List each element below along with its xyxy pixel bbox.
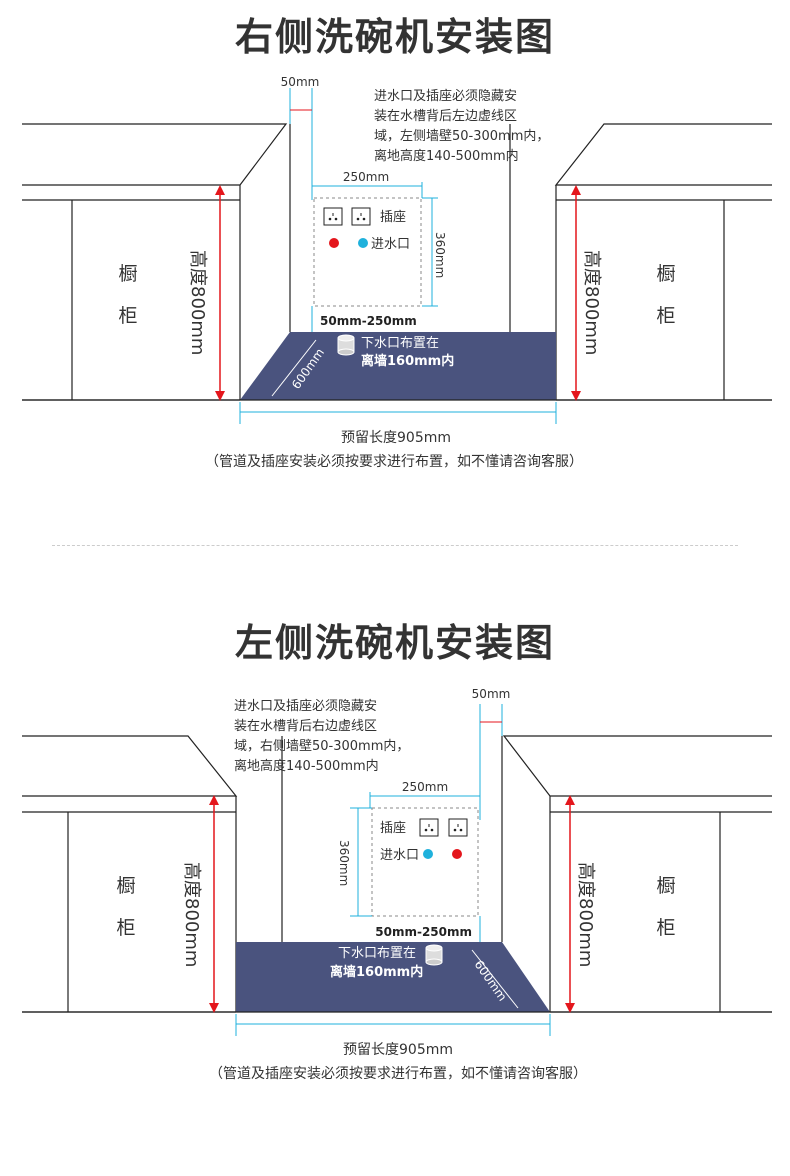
power-dot (452, 849, 462, 859)
height-label-left: 高度800mm (187, 250, 208, 355)
note-line: 装在水槽背后右边虚线区 (234, 719, 377, 734)
side-dimension: 50mm-250mm (311, 306, 417, 332)
install-diagram-right: 50mm 进水口及插座必须隐藏安 装在水槽背后左边虚线区 域，左侧墙壁50-30… (22, 75, 772, 470)
width-label: 250mm (343, 170, 389, 184)
height-label-right: 高度800mm (575, 862, 596, 967)
wall-gap-label: 50mm (472, 687, 511, 701)
back-wall (281, 736, 503, 942)
height-dimension: 360mm (422, 197, 447, 307)
inlet-label: 进水口 (380, 848, 419, 863)
note-line: 域，右侧墙壁50-300mm内， (234, 738, 409, 754)
note-line: 域，左侧墙壁50-300mm内， (374, 128, 549, 144)
cabinet-label-left: 柜 (116, 917, 135, 939)
width-label: 250mm (402, 780, 448, 794)
floor-area (240, 332, 556, 400)
inlet-label: 进水口 (371, 237, 410, 252)
install-note: 进水口及插座必须隐藏安 装在水槽背后左边虚线区 域，左侧墙壁50-300mm内，… (374, 89, 549, 164)
length-label: 预留长度905mm (343, 1042, 453, 1058)
width-dimension: 250mm (369, 780, 480, 808)
diagram-title-right: 右侧洗碗机安装图 (234, 15, 555, 59)
install-diagram-left: 50mm 进水口及插座必须隐藏安 装在水槽背后右边虚线区 域，右侧墙壁50-30… (22, 687, 772, 1082)
length-dimension (239, 402, 557, 424)
side-dim-label: 50mm-250mm (320, 314, 417, 328)
left-counter (22, 123, 288, 401)
height-dim-label: 360mm (337, 840, 351, 886)
back-wall (289, 124, 511, 332)
cabinet-label-right: 橱 (656, 263, 675, 285)
drain-note-line: 下水口布置在 (338, 946, 416, 961)
cabinet-label-right: 柜 (656, 305, 675, 327)
socket-icon (419, 818, 439, 837)
length-dimension (235, 1014, 551, 1036)
cabinet-label-left: 橱 (118, 263, 137, 285)
wall-gap-dimension: 50mm (281, 75, 320, 200)
cabinet-label-right: 柜 (656, 917, 675, 939)
side-dimension: 50mm-250mm (375, 916, 481, 942)
wall-gap-dimension: 50mm (472, 687, 511, 820)
height-label-right: 高度800mm (581, 250, 602, 355)
height-dim-label: 360mm (433, 232, 447, 278)
drain-pipe-icon (337, 334, 355, 356)
inlet-dot (423, 849, 433, 859)
inlet-dot (358, 238, 368, 248)
note-line: 装在水槽背后左边虚线区 (374, 109, 517, 124)
install-note: 进水口及插座必须隐藏安 装在水槽背后右边虚线区 域，右侧墙壁50-300mm内，… (234, 699, 409, 774)
socket-icon (323, 207, 343, 226)
wall-gap-label: 50mm (281, 75, 320, 89)
socket-label: 插座 (380, 210, 406, 225)
section-divider (52, 545, 738, 546)
height-dimension: 360mm (337, 807, 372, 917)
height-label-left: 高度800mm (181, 862, 202, 967)
note-line: 离地高度140-500mm内 (374, 148, 519, 164)
drain-note-line: 离墙160mm内 (361, 353, 454, 369)
width-dimension: 250mm (312, 170, 423, 198)
note-line: 进水口及插座必须隐藏安 (234, 699, 377, 714)
note-line: 离地高度140-500mm内 (234, 758, 379, 774)
cabinet-label-right: 橱 (656, 875, 675, 897)
drain-note-line: 下水口布置在 (361, 336, 439, 351)
socket-icon (351, 207, 371, 226)
note-line: 进水口及插座必须隐藏安 (374, 89, 517, 104)
drain-pipe-icon (425, 944, 443, 966)
socket-label: 插座 (380, 821, 406, 836)
socket-icon (448, 818, 468, 837)
floor-area (236, 942, 550, 1012)
cabinet-label-left: 橱 (116, 875, 135, 897)
footnote: （管道及插座安装必须按要求进行布置，如不懂请咨询客服） (209, 1065, 587, 1082)
install-zone (371, 807, 479, 917)
left-counter (22, 735, 238, 1013)
power-dot (329, 238, 339, 248)
cabinet-label-left: 柜 (118, 305, 137, 327)
diagram-title-left: 左侧洗碗机安装图 (234, 621, 555, 665)
footnote: （管道及插座安装必须按要求进行布置，如不懂请咨询客服） (205, 453, 583, 470)
length-label: 预留长度905mm (341, 430, 451, 446)
side-dim-label: 50mm-250mm (375, 925, 472, 939)
right-counter (502, 735, 772, 1013)
drain-note-line: 离墙160mm内 (330, 964, 423, 980)
